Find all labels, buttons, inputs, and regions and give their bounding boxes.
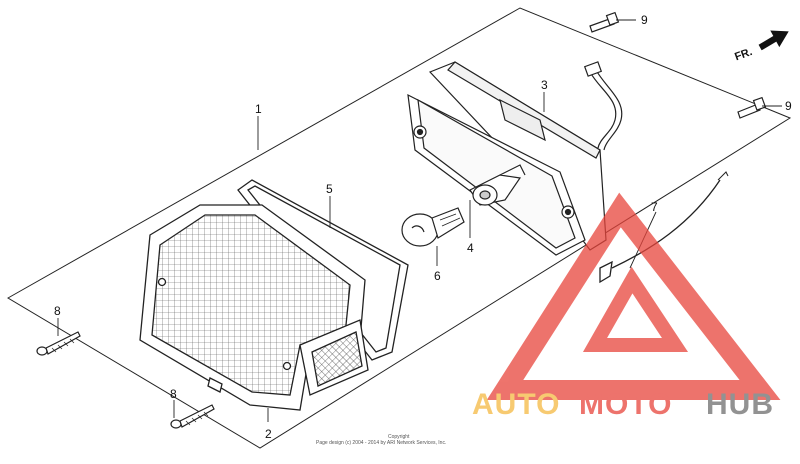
watermark-text-auto: AUTO [472,388,560,421]
callout-1: 1 [255,102,262,116]
assembly-outline [7,7,792,449]
callout-8-lower: 8 [170,387,177,401]
wire-harness-part [599,171,729,284]
copyright-notice: Copyright Page design (c) 2004 - 2014 by… [316,434,446,446]
housing-wires [583,61,623,151]
watermark-logo: AUTO MOTO HUB [472,192,781,421]
watermark-triangle-inner [582,266,689,352]
front-direction-label: FR. [733,46,754,63]
callout-8-upper: 8 [54,304,61,318]
bolt-part-upper [589,11,620,33]
bolt-part-lower [737,96,767,119]
front-direction-indicator: FR. [733,30,789,63]
callout-9-upper: 9 [641,13,648,27]
lens-part [139,204,369,411]
watermark-text-hub: HUB [706,388,774,421]
watermark-triangle-outer [486,192,781,400]
copyright-line-2: Page design (c) 2004 - 2014 by ARI Netwo… [316,440,446,446]
leader-lines [57,19,782,422]
callout-4: 4 [467,241,474,255]
callout-7: 7 [651,200,658,214]
callout-2: 2 [265,427,272,441]
housing-part [407,61,607,256]
callout-9-lower: 9 [785,99,792,113]
callouts: 1 2 3 4 5 6 7 8 8 9 9 [54,13,792,441]
socket-part [469,164,526,206]
copyright-line-1: Copyright [388,434,410,440]
callout-5: 5 [326,182,333,196]
callout-3: 3 [541,78,548,92]
bulb-part [401,207,465,247]
callout-6: 6 [434,269,441,283]
screw-part-upper [36,331,81,356]
watermark-text-moto: MOTO [579,388,672,421]
screw-part-lower [170,404,215,429]
